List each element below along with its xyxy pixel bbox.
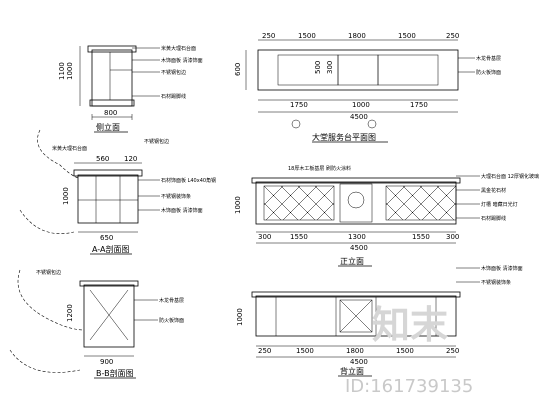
back-note-2: 不锈钢装饰条: [481, 279, 511, 286]
front-elevation: 300 1550 1300 1550 300 4500 1000 正立面 大理石…: [234, 165, 539, 267]
back-dim-height: 1000: [236, 308, 244, 326]
section-bb-body: [83, 284, 135, 348]
front-note-3: 灯槽 暗藏日光灯: [481, 201, 518, 208]
section-bb: 900 1200 B-B剖面图 木龙骨基层 防火板饰面 不锈钢包边: [9, 269, 184, 379]
back-elevation: 250 1500 1800 1500 250 4500 1000 背立面 木饰面…: [236, 265, 523, 377]
side-note-4: 石材踢脚线: [161, 93, 186, 100]
back-dim-4: 250: [446, 347, 459, 355]
section-aa-body: [77, 174, 139, 224]
bb-note-2: 防火板饰面: [159, 317, 184, 324]
bb-dim-h2: 1200: [66, 304, 74, 322]
plan-dim-inner-0: 500: [314, 61, 322, 74]
plan-dim-top-3: 1500: [398, 32, 416, 40]
front-note-top: 18厚木工板基层 刷防火涂料: [288, 165, 351, 172]
back-dim-3: 1500: [396, 347, 414, 355]
side-elevation: 800 1000 1100 侧立面 米黄大理石台面 木饰面板 清漆饰面 不锈钢包…: [58, 45, 203, 133]
section-bb-title: B-B剖面图: [96, 368, 134, 378]
front-dim-0: 300: [258, 233, 271, 241]
front-dim-1: 1550: [290, 233, 308, 241]
front-dim-total: 4500: [350, 244, 368, 252]
plan-dim-top-2: 1800: [348, 32, 366, 40]
section-aa: 560 120 650 1000 A-A剖面图 石材饰面板 L40x40角钢 不…: [19, 129, 216, 255]
watermark-id: ID:161739135: [345, 376, 473, 397]
aa-note-4: 米黄大理石台面: [52, 145, 87, 152]
plan-dim-top-0: 250: [262, 32, 275, 40]
side-note-3: 不锈钢包边: [161, 69, 186, 76]
front-body: [255, 181, 457, 225]
plan-dim-top-4: 250: [446, 32, 459, 40]
aa-dim-w2: 120: [124, 155, 137, 163]
side-base: [89, 99, 135, 107]
plan-dim-bot-0: 1750: [290, 101, 308, 109]
aa-note-1: 石材饰面板 L40x40角钢: [161, 177, 216, 184]
front-dim-height: 1000: [234, 196, 242, 214]
side-top: [87, 45, 137, 53]
side-height-dim: 1000: [66, 62, 74, 80]
back-note-1: 木饰面板 清漆饰面: [481, 265, 523, 272]
section-aa-title: A-A剖面图: [92, 244, 129, 254]
plan-note-2: 防火板饰面: [476, 69, 501, 76]
front-dim-4: 300: [446, 233, 459, 241]
back-dim-total: 4500: [350, 358, 368, 366]
aa-note-3: 木饰面板 清漆饰面: [161, 207, 203, 214]
aa-dim-w3: 650: [100, 234, 113, 242]
front-dim-3: 1550: [412, 233, 430, 241]
side-note-2: 木饰面板 清漆饰面: [161, 57, 203, 64]
bb-note-1: 木龙骨基层: [159, 297, 184, 304]
front-note-4: 石材踢脚线: [481, 215, 506, 222]
side-title: 侧立面: [96, 122, 120, 132]
plan-dim-height: 600: [234, 63, 242, 76]
plan-note-1: 木龙骨基层: [476, 55, 501, 62]
plan-dim-inner-1: 300: [326, 61, 334, 74]
back-dim-0: 250: [258, 347, 271, 355]
side-note-1: 米黄大理石台面: [161, 45, 196, 52]
back-body: [255, 295, 457, 337]
plan-dim-total: 4500: [350, 113, 368, 121]
plan-view: 250 1500 1800 1500 250 1750 1000 1750 45…: [234, 32, 501, 143]
side-width-dim: 800: [104, 109, 117, 117]
plan-title: 大堂服务台平面图: [312, 132, 376, 142]
back-dim-1: 1500: [296, 347, 314, 355]
back-dim-2: 1800: [346, 347, 364, 355]
watermark-brand: 知末: [372, 303, 448, 347]
front-note-1: 大理石台面 12厚钢化玻璃: [481, 173, 539, 180]
plan-dim-bot-1: 1000: [352, 101, 370, 109]
aa-note-5: 不锈钢包边: [144, 138, 169, 145]
plan-dim-bot-2: 1750: [410, 101, 428, 109]
aa-dim-h: 1000: [62, 187, 70, 205]
front-title: 正立面: [340, 256, 364, 266]
side-mid-dim: 1100: [58, 62, 66, 80]
bb-dim-w4: 900: [100, 358, 113, 366]
aa-note-2: 不锈钢装饰条: [161, 193, 191, 200]
front-dim-2: 1300: [348, 233, 366, 241]
front-note-2: 黑金花石材: [481, 187, 506, 194]
plan-outline: [257, 49, 459, 91]
bb-note-3: 不锈钢包边: [36, 269, 61, 276]
plan-dim-top-1: 1500: [298, 32, 316, 40]
side-body: [91, 49, 133, 107]
back-title: 背立面: [340, 366, 364, 376]
aa-dim-w1: 560: [96, 155, 109, 163]
